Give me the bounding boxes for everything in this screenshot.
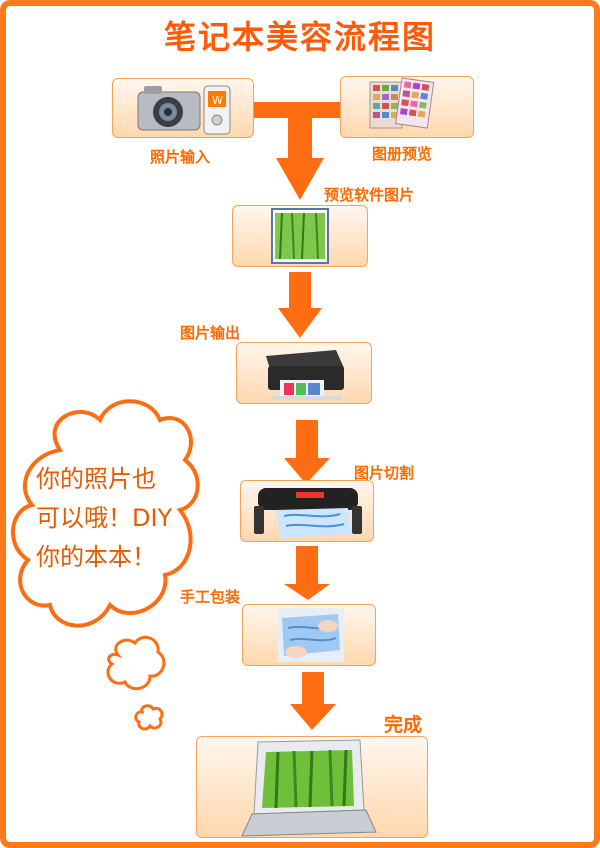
bubble-text: 你的照片也 可以哦！DIY 你的本本！ [36,460,172,577]
step-album-preview-label: 图册预览 [372,143,432,164]
bubble-line-2: 可以哦！DIY [36,499,172,538]
arrow-head-4 [284,584,330,600]
manual-pack-box [242,604,376,666]
image-output-box [236,342,372,404]
image-cut-box [240,480,374,542]
step-photo-input-label: 照片输入 [150,146,210,167]
laptop-icon [196,736,428,838]
arrow-shaft-1 [288,112,312,158]
arrow-shaft-4 [296,546,318,586]
arrow-head-2 [278,308,322,338]
svg-text:W: W [212,94,223,107]
step-preview-software-label: 预览软件图片 [324,184,414,205]
packaging-icon [242,604,376,666]
step-image-output-label: 图片输出 [180,322,240,343]
arrow-shaft-5 [302,672,324,708]
step-manual-pack-label: 手工包装 [180,586,240,607]
photo-album-icon [340,76,474,138]
album-preview-box [340,76,474,138]
arrow-shaft-2 [289,272,311,310]
arrow-head-1 [276,158,324,200]
software-preview-icon [232,205,368,267]
step-done-label: 完成 [384,710,422,737]
arrow-head-5 [290,704,336,730]
done-box [196,736,428,838]
bubble-line-3: 你的本本！ [36,538,172,577]
photo-input-box: W [112,78,254,138]
bubble-line-1: 你的照片也 [36,460,172,499]
cutter-plotter-icon [240,480,374,542]
thought-bubble-small [108,637,164,688]
printer-icon [236,342,372,404]
preview-software-box [232,205,368,267]
arrow-shaft-3 [296,420,318,462]
phone-icon: W [112,78,254,138]
thought-bubble-tiny [136,706,162,729]
